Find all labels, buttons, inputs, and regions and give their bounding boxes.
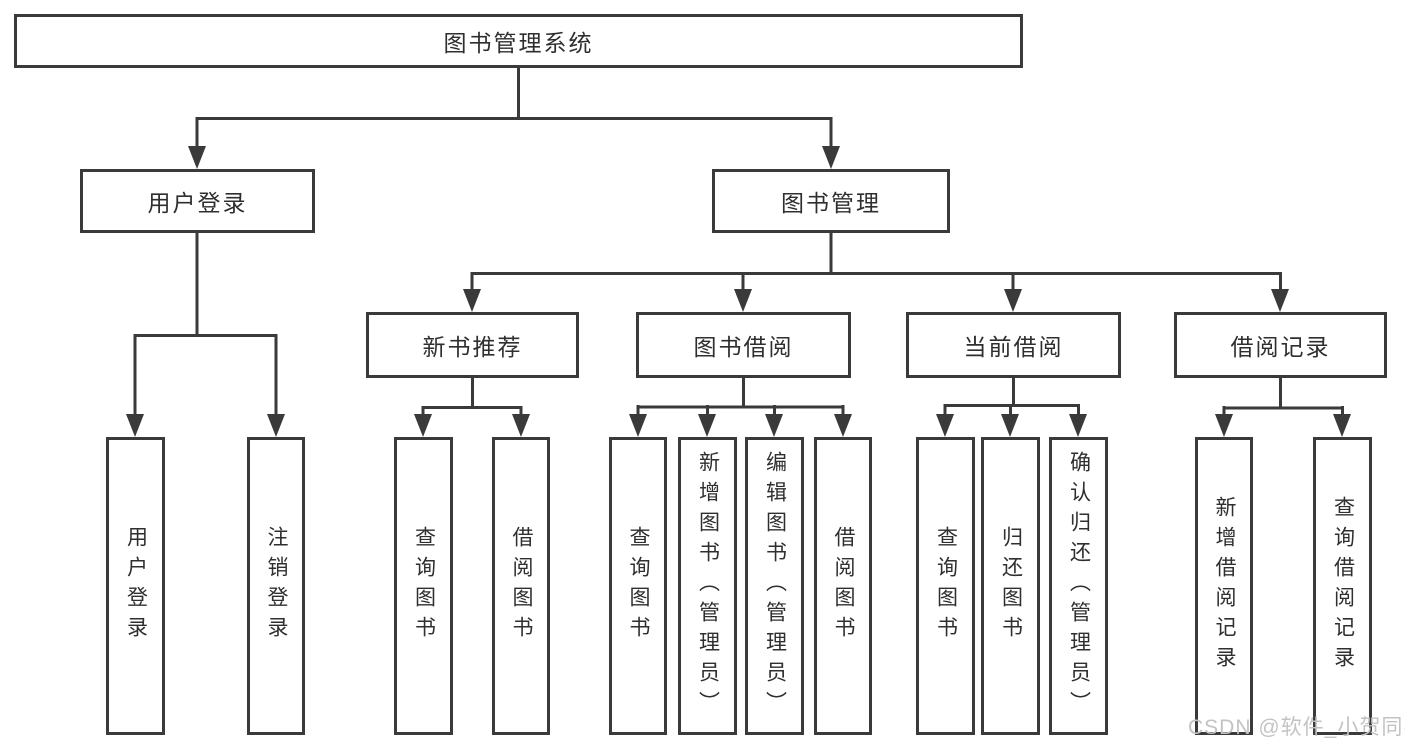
leaf-add-borrow-record: 新增借阅记录 — [1195, 437, 1253, 735]
leaf-user-login: 用户登录 — [106, 437, 165, 735]
arrowhead-icon — [936, 414, 954, 437]
connector-book-borrow-children — [636, 378, 845, 418]
connector-current-borrow-children — [943, 378, 1080, 418]
arrowhead-icons — [126, 146, 1351, 437]
node-borrow-records: 借阅记录 — [1174, 312, 1387, 378]
connector-user-login-children — [133, 233, 278, 418]
leaf-borrow-books: 借阅图书 — [814, 437, 872, 735]
leaf-add-books-admin: 新增图书（管理员） — [678, 437, 737, 735]
arrowhead-icon — [512, 414, 530, 437]
leaf-borrow-query-books: 查询图书 — [609, 437, 667, 735]
arrowhead-icon — [698, 414, 716, 437]
arrowhead-icon — [188, 146, 206, 169]
leaf-logout: 注销登录 — [247, 437, 305, 735]
arrowhead-icon — [629, 414, 647, 437]
node-current-borrow: 当前借阅 — [906, 312, 1121, 378]
arrowhead-icon — [765, 414, 783, 437]
leaf-query-borrow-record: 查询借阅记录 — [1313, 437, 1372, 735]
arrowhead-icon — [1004, 289, 1022, 312]
arrowhead-icon — [734, 289, 752, 312]
arrowhead-icon — [1001, 414, 1019, 437]
arrowhead-icon — [414, 414, 432, 437]
watermark: CSDN @软件_小贺同学 — [1188, 716, 1405, 739]
leaf-confirm-return-admin: 确认归还（管理员） — [1049, 437, 1108, 735]
node-new-book-recommend: 新书推荐 — [366, 312, 579, 378]
arrowhead-icon — [267, 414, 285, 437]
arrowhead-icon — [834, 414, 852, 437]
leaf-edit-books-admin: 编辑图书（管理员） — [745, 437, 804, 735]
arrowhead-icon — [1271, 289, 1289, 312]
leaf-return-books: 归还图书 — [981, 437, 1040, 735]
leaf-recommend-query-books: 查询图书 — [394, 437, 453, 735]
arrowhead-icon — [1069, 414, 1087, 437]
arrowhead-icon — [1333, 414, 1351, 437]
node-root: 图书管理系统 — [14, 14, 1023, 68]
node-book-borrow: 图书借阅 — [636, 312, 851, 378]
leaf-current-query-books: 查询图书 — [916, 437, 975, 735]
leaf-recommend-borrow-books: 借阅图书 — [492, 437, 550, 735]
node-book-management: 图书管理 — [712, 169, 950, 233]
connector-borrow-records-children — [1222, 378, 1344, 418]
arrowhead-icon — [1215, 414, 1233, 437]
connector-new-book-children — [421, 378, 523, 418]
arrowhead-icon — [822, 146, 840, 169]
arrowhead-icon — [463, 289, 481, 312]
connector-root-to-level2 — [195, 68, 833, 150]
arrowhead-icon — [126, 414, 144, 437]
node-user-login: 用户登录 — [80, 169, 315, 233]
connector-book-mgmt-children — [470, 233, 1282, 293]
